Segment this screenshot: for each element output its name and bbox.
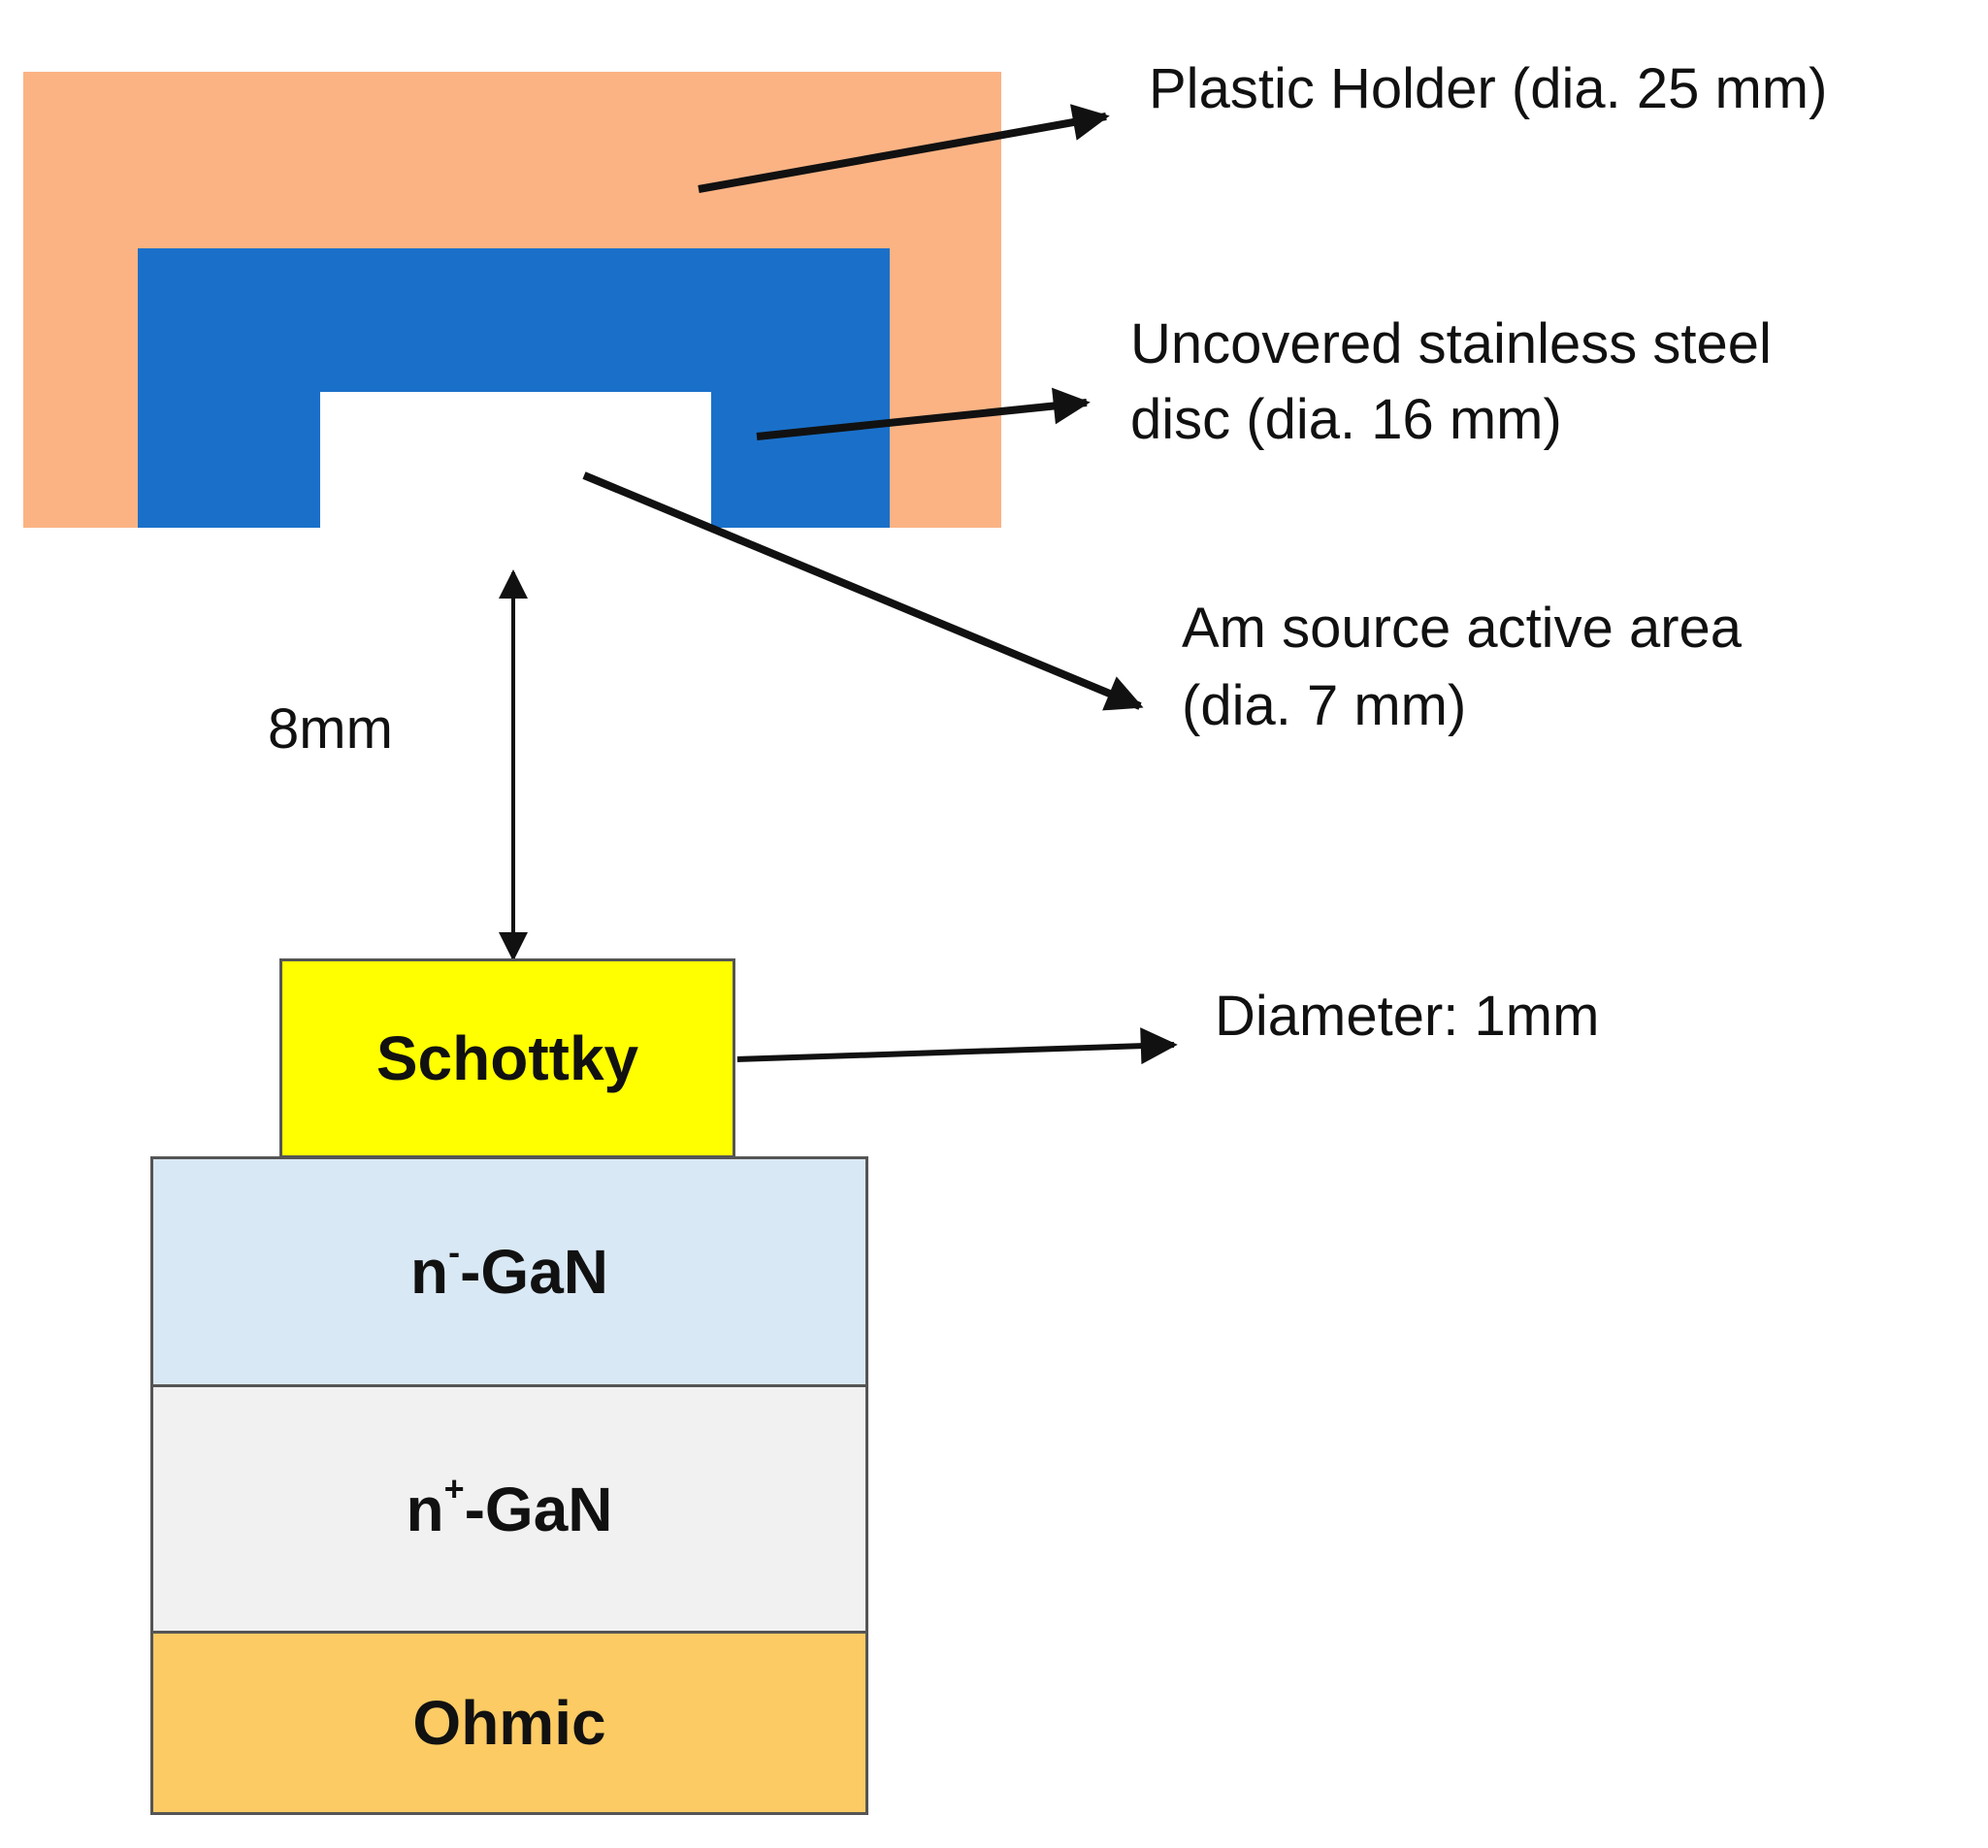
n-plus-gan-label: n+-GaN bbox=[406, 1469, 613, 1544]
holder-arrow bbox=[698, 104, 1110, 193]
disc-arrow bbox=[756, 387, 1091, 440]
ohmic-contact: Ohmic bbox=[150, 1631, 868, 1815]
active-area-label-line2: (dia. 7 mm) bbox=[1182, 674, 1467, 737]
n-minus-gan-label: n--GaN bbox=[410, 1231, 608, 1307]
disc-label-line1: Uncovered stainless steel bbox=[1130, 312, 1772, 375]
am-source-active-area bbox=[320, 392, 711, 530]
active-area-arrow bbox=[582, 471, 1144, 711]
diameter-label: Diameter: 1mm bbox=[1215, 985, 1600, 1048]
ohmic-label: Ohmic bbox=[412, 1688, 606, 1758]
holder-label: Plastic Holder (dia. 25 mm) bbox=[1149, 57, 1828, 120]
n-minus-gan-layer: n--GaN bbox=[150, 1156, 868, 1387]
diameter-arrow bbox=[736, 1027, 1178, 1065]
schottky-label: Schottky bbox=[375, 1023, 639, 1093]
active-area-label-line1: Am source active area bbox=[1182, 597, 1743, 660]
n-plus-gan-layer: n+-GaN bbox=[150, 1384, 868, 1634]
distance-label: 8mm bbox=[268, 697, 393, 761]
disc-label-line2: disc (dia. 16 mm) bbox=[1130, 388, 1562, 451]
schottky-contact: Schottky bbox=[279, 958, 735, 1158]
